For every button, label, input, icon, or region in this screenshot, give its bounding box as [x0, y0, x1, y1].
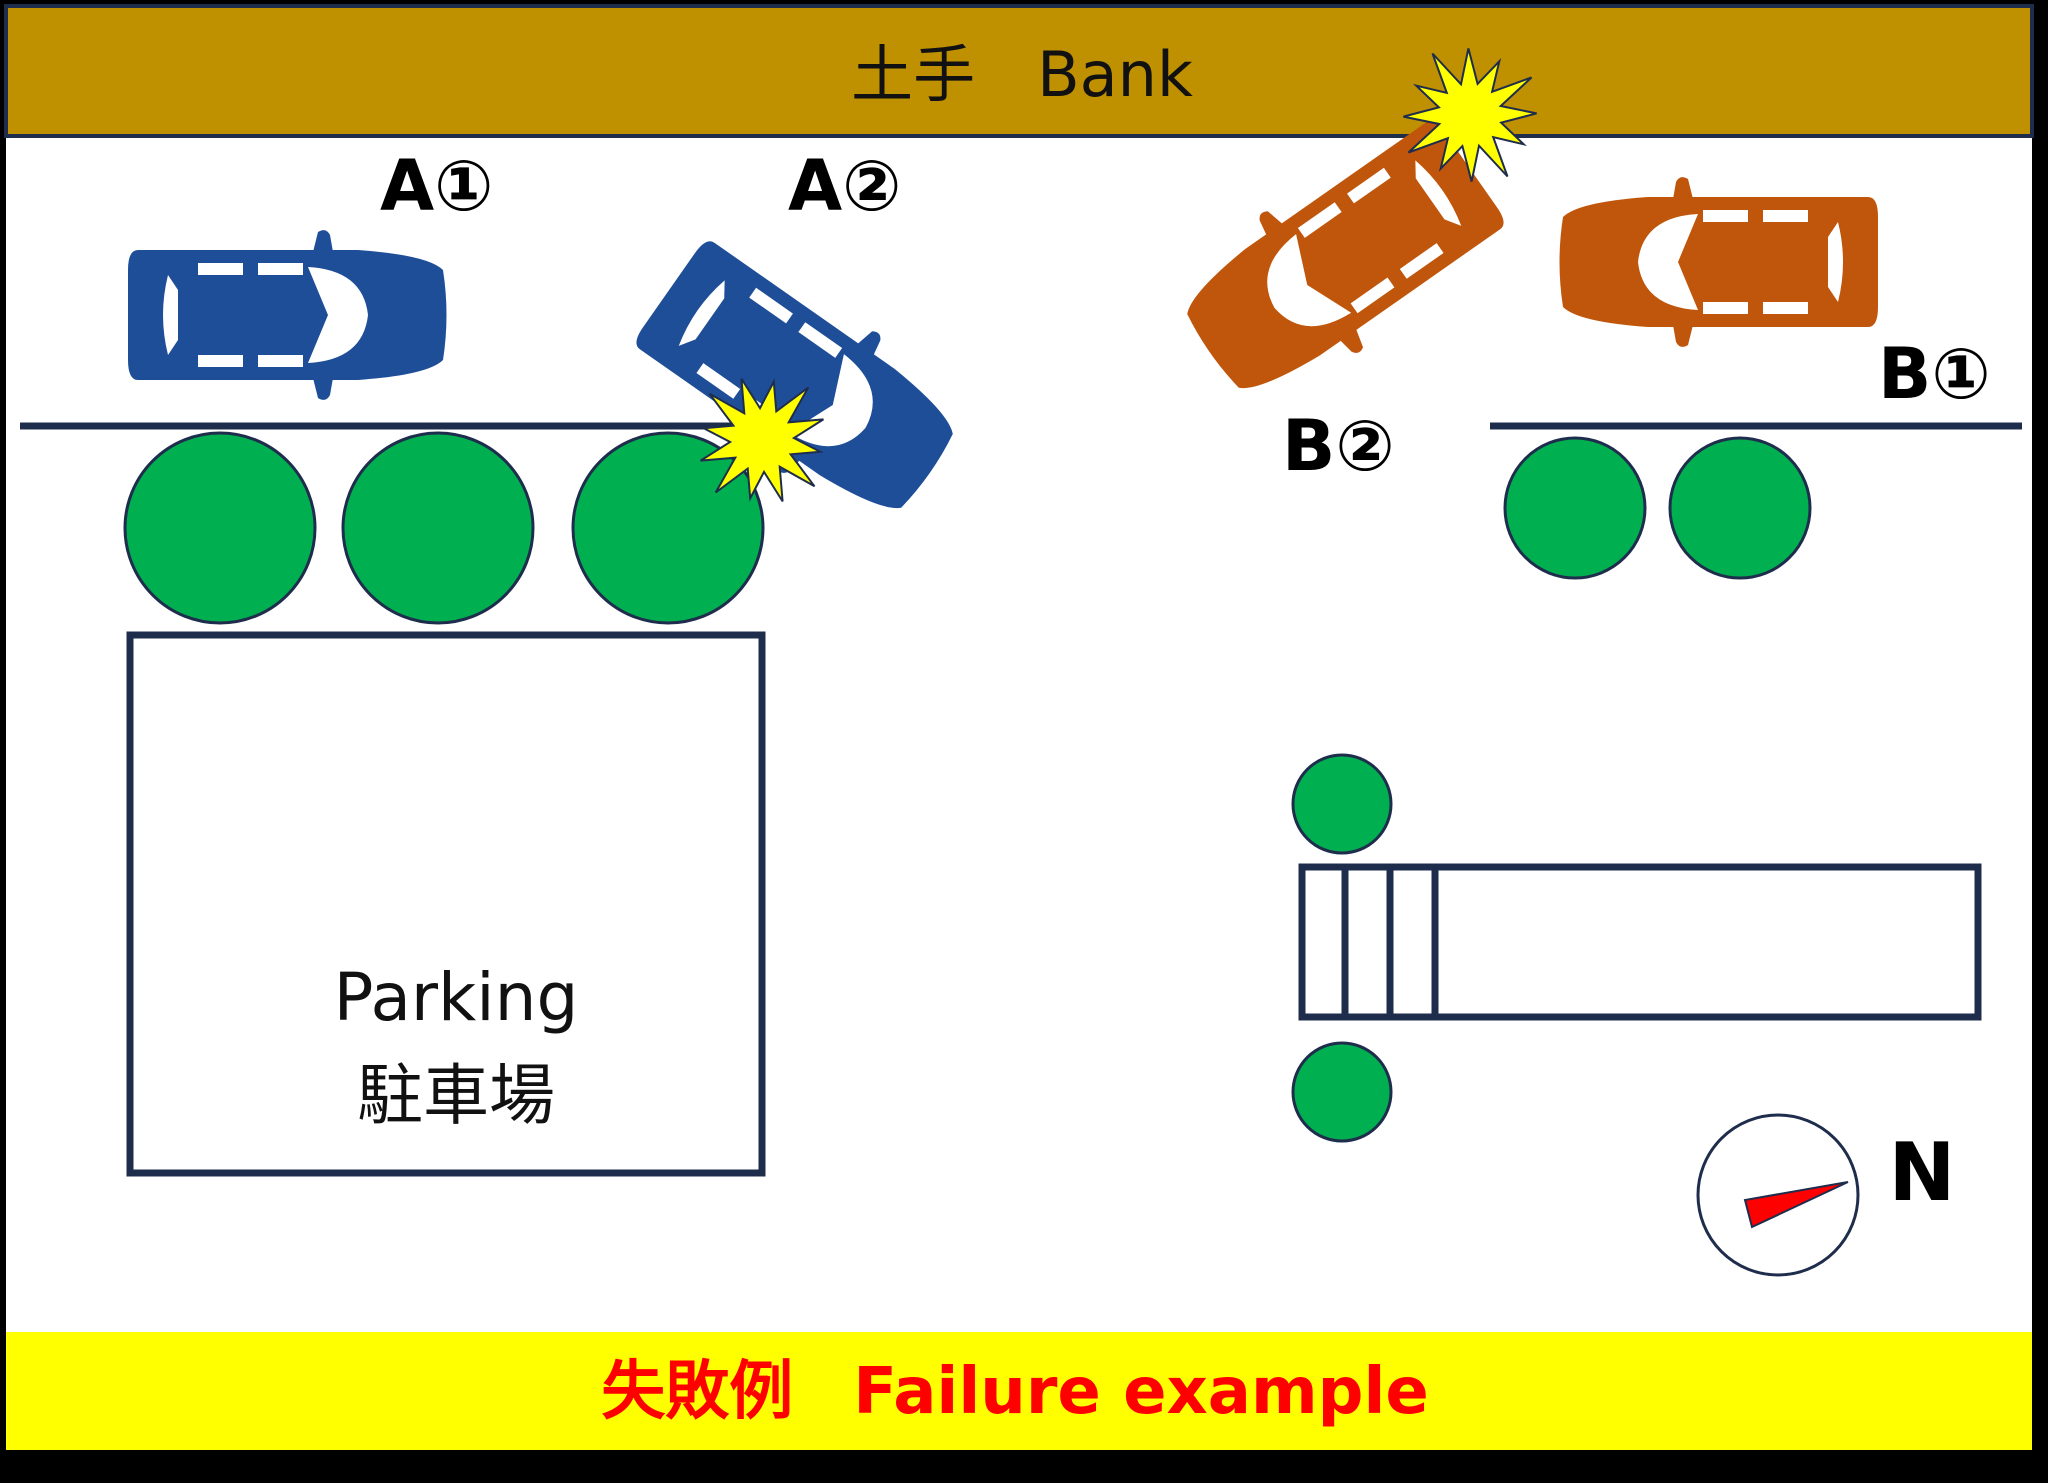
failure-label: 失敗例 Failure example — [601, 1355, 1429, 1429]
compass-north-label: N — [1889, 1126, 1956, 1219]
crosswalk-structure — [1298, 863, 1982, 1021]
collision-burst — [1403, 48, 1537, 182]
tree — [123, 431, 317, 625]
failure-label-jp: 失敗例 — [601, 1355, 793, 1429]
compass-needle — [1743, 1181, 1849, 1229]
tree — [1503, 436, 1647, 580]
car-label-a2: A② — [788, 145, 901, 227]
car-a1 — [128, 230, 447, 400]
car-label-a1: A① — [380, 145, 493, 227]
tree — [1668, 436, 1812, 580]
parking-label-jp: 駐車場 — [357, 1057, 555, 1134]
bank-label: 土手 Bank — [851, 38, 1193, 111]
car-b1 — [1559, 177, 1878, 347]
car-label-b2: B② — [1282, 405, 1395, 487]
parking-label-en: Parking — [334, 959, 579, 1036]
tree — [1291, 753, 1393, 855]
tree — [571, 431, 765, 625]
tree — [341, 431, 535, 625]
failure-label-en: Failure example — [853, 1355, 1429, 1429]
collision-burst — [700, 378, 824, 502]
bank-banner — [4, 4, 2034, 138]
failure-banner — [6, 1332, 2032, 1450]
tree — [1291, 1041, 1393, 1143]
car-label-b1: B① — [1878, 333, 1991, 415]
parking-lot — [126, 631, 766, 1177]
